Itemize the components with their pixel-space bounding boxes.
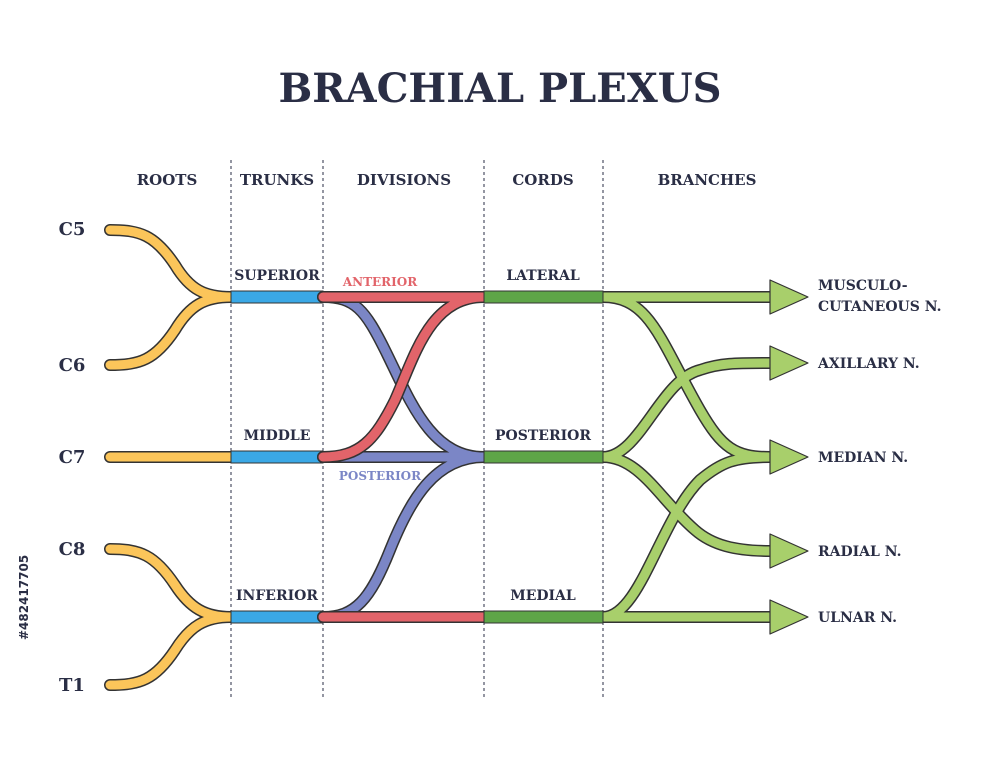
branch-label-median: MEDIAN N. [818,450,908,466]
header-trunks: TRUNKS [240,171,314,189]
arrow-ulnar [769,599,809,635]
column-headers: ROOTS TRUNKS DIVISIONS CORDS BRANCHES [137,171,757,189]
root-c8 [105,544,236,622]
branch-nerves [597,279,809,635]
branch-label-musculo: MUSCULO- [818,278,908,294]
cord-label-medial: MEDIAL [510,588,576,604]
arrow-musculocutaneous [769,279,809,315]
trunk-label-middle: MIDDLE [244,428,311,444]
trunk-label-superior: SUPERIOR [234,268,320,284]
root-labels: C5 C6 C7 C8 T1 [59,219,86,696]
root-label-c5: C5 [59,219,86,240]
branch-medial-to-median [598,452,775,622]
division-label-posterior: POSTERIOR [339,469,422,483]
posterior-division-superior [318,292,489,462]
arrow-axillary [769,345,809,381]
trunk-segments [230,290,324,624]
stock-id-label: #482417705 [17,555,31,640]
root-label-c6: C6 [59,355,86,376]
page-title: BRACHIAL PLEXUS [278,65,721,112]
trunk-inferior [230,610,324,624]
cord-medial [483,610,604,624]
cord-labels: LATERAL POSTERIOR MEDIAL [495,268,591,604]
root-t1 [105,612,236,690]
branch-radial [598,452,775,556]
arrow-radial [769,533,809,569]
root-c6 [105,292,236,370]
anterior-divisions [317,291,490,623]
cord-segments [483,290,604,624]
cord-posterior [483,450,604,464]
posterior-division-inferior [318,452,489,622]
anterior-division-middle [318,292,489,462]
root-label-t1: T1 [59,675,85,696]
trunk-label-inferior: INFERIOR [236,588,318,604]
trunk-labels: SUPERIOR MIDDLE INFERIOR [234,268,320,604]
header-roots: ROOTS [137,171,198,189]
branch-lateral-to-median [598,292,775,462]
arrow-median [769,439,809,475]
branch-label-radial: RADIAL N. [818,544,902,560]
branch-labels: MUSCULO- CUTANEOUS N. AXILLARY N. MEDIAN… [817,278,942,626]
division-labels: ANTERIOR POSTERIOR [339,275,422,483]
root-nerves [104,224,237,691]
root-label-c7: C7 [59,447,86,468]
header-cords: CORDS [512,171,573,189]
trunk-superior [230,290,324,304]
header-divisions: DIVISIONS [357,171,451,189]
branch-label-axillary: AXILLARY N. [817,356,920,372]
cord-label-posterior: POSTERIOR [495,428,591,444]
branch-axillary [598,358,775,462]
branch-label-cutaneous: CUTANEOUS N. [818,299,942,315]
root-label-c8: C8 [59,539,86,560]
trunk-middle [230,450,324,464]
branch-label-ulnar: ULNAR N. [818,610,897,626]
cord-lateral [483,290,604,304]
cord-label-lateral: LATERAL [506,268,580,284]
header-branches: BRANCHES [658,171,757,189]
division-label-anterior: ANTERIOR [342,275,418,289]
root-c5 [105,225,236,302]
